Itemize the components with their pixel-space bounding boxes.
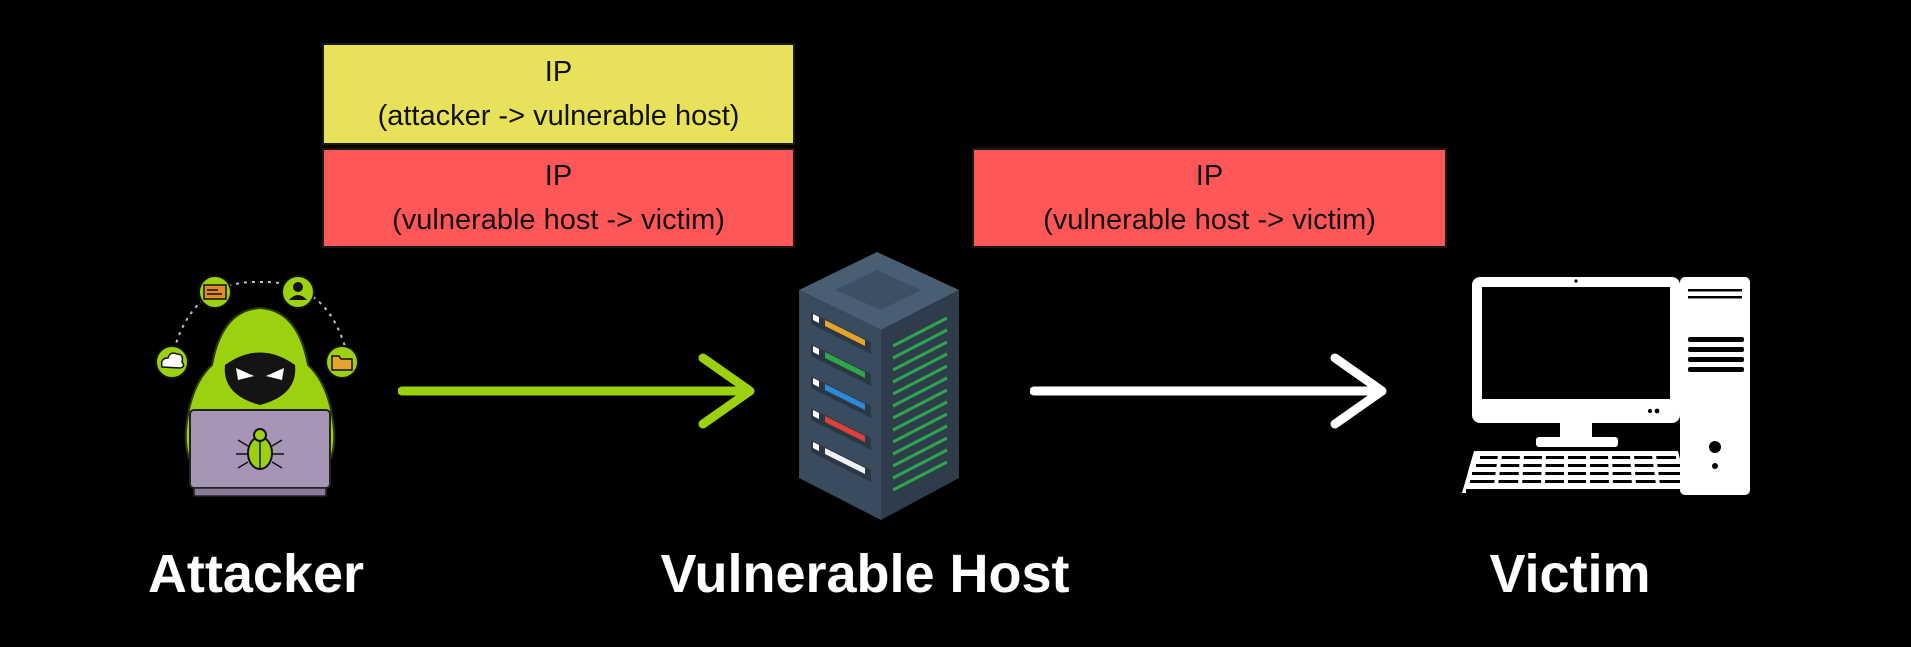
ip-packet-title: IP: [1195, 160, 1224, 192]
cloud-badge-icon: [155, 345, 189, 379]
attacker-label: Attacker: [147, 544, 365, 604]
ip-packet-host-to-victim-left: IP (vulnerable host -> victim): [322, 148, 795, 248]
ip-packet-detail: (vulnerable host -> victim): [1043, 204, 1376, 236]
ip-packet-host-to-victim-right: IP (vulnerable host -> victim): [972, 148, 1447, 248]
server-rack-icon: [799, 252, 959, 520]
bug-icon: [236, 428, 284, 470]
card-badge-icon: [198, 275, 232, 309]
ip-packet-detail: (vulnerable host -> victim): [392, 204, 725, 236]
ip-packet-title: IP: [544, 160, 573, 192]
vulnerable-host-label: Vulnerable Host: [660, 544, 1070, 604]
user-badge-icon: [281, 275, 315, 309]
ip-packet-attacker-to-host: IP (attacker -> vulnerable host): [322, 43, 795, 145]
arrow-attacker-to-host: [398, 353, 755, 429]
folder-badge-icon: [325, 345, 359, 379]
ip-packet-title: IP: [544, 56, 573, 88]
victim-label: Victim: [1489, 544, 1651, 604]
desktop-computer-icon: [1462, 277, 1750, 495]
hooded-hacker-icon: [155, 275, 359, 497]
arrow-host-to-victim: [1030, 353, 1387, 429]
ip-packet-detail: (attacker -> vulnerable host): [377, 100, 740, 132]
